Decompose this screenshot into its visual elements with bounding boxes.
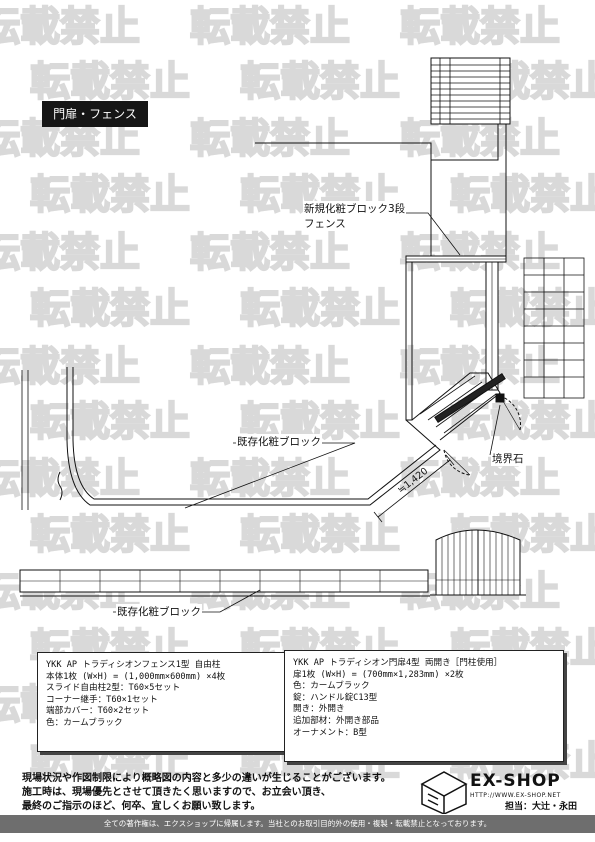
spec-line: 色：カームブラック [293, 681, 370, 692]
leader-existing-upper [184, 442, 356, 509]
leader-new-block [345, 212, 461, 256]
gate-approach [411, 372, 501, 441]
fence-spec-box: YKK AP トラディシオンフェンス1型 自由柱 本体1枚 (W×H) = (1… [37, 652, 293, 752]
leader-boundary [489, 404, 501, 456]
label-existing-block-upper: 既存化粧ブロック [236, 434, 322, 449]
new-block-wall [405, 255, 507, 263]
section-title: 門扉・フェンス [42, 101, 148, 127]
gate-spec-box: YKK AP トラディシオン門扉4型 両開き［門柱使用］ 扉1枚 (W×H) =… [284, 650, 564, 762]
label-fence: フェンス [303, 216, 347, 231]
note-line: 最終のご指示のほど、何卒、宜しくお願い致します。 [22, 801, 261, 812]
disclaimer-notes: 現場状況や作図制限により概略図の内容と多少の違いが生じることがございます。 施工… [22, 772, 391, 814]
spec-line: 錠：ハンドル錠C13型 [293, 692, 378, 703]
logo-url: HTTP://WWW.EX-SHOP.NET [470, 792, 561, 799]
copyright-footer: 全ての著作権は、エクスショップに帰属します。当社とのお取引目的外の使用・複製・転… [0, 815, 595, 833]
dimension-line [373, 454, 455, 523]
spec-line: コーナー継手：T60×1セット [46, 694, 158, 705]
exshop-logo-icon [420, 771, 468, 814]
building-structure [430, 57, 511, 125]
left-fence [21, 370, 29, 510]
gate-swing-arc [499, 395, 521, 431]
label-boundary-stone: 境界石 [491, 451, 525, 466]
stair-treads [431, 58, 510, 124]
fence-right [485, 261, 499, 391]
spec-line: YKK AP トラディシオン門扉4型 両開き［門柱使用］ [293, 658, 503, 668]
spec-line: 追加部材：外開き部品 [293, 715, 379, 726]
existing-block-wall-inner [72, 367, 437, 500]
spec-line: YKK AP トラディシオンフェンス1型 自由柱 [46, 660, 221, 670]
logo-name: EX-SHOP [470, 771, 561, 791]
gate-elevation [430, 529, 526, 596]
right-wall-grid [523, 257, 585, 399]
spec-line: 色：カームブラック [46, 717, 123, 728]
spec-line: 開き：外開き [293, 704, 345, 715]
house-wall [255, 124, 499, 161]
spec-line: 扉1枚 (W×H) = (700mm×1,283mm) ×2枚 [293, 669, 464, 680]
gate-side-wall [405, 262, 413, 421]
existing-block-strip [19, 569, 430, 597]
break-mark [57, 471, 63, 501]
spec-line: 本体1枚 (W×H) = (1,000mm×600mm) ×4枚 [46, 671, 226, 682]
gate-leaf [434, 373, 506, 423]
label-existing-block-lower: 既存化粧ブロック [116, 604, 202, 619]
spec-line: オーナメント：B型 [293, 727, 367, 738]
note-line: 施工時は、現場優先とさせて頂きたく思いますので、お立会い頂き、 [22, 787, 331, 798]
label-new-block: 新規化粧ブロック3段 [303, 201, 407, 216]
boundary-stone-marker [495, 393, 505, 403]
existing-block-wall [66, 367, 441, 506]
spec-line: スライド自由柱2型：T60×5セット [46, 683, 181, 694]
note-line: 現場状況や作図制限により概略図の内容と多少の違いが生じることがございます。 [22, 773, 391, 784]
spec-line: 端部カバー：T60×2セット [46, 706, 150, 717]
staff-credit: 担当：大辻・永田 [505, 802, 578, 812]
